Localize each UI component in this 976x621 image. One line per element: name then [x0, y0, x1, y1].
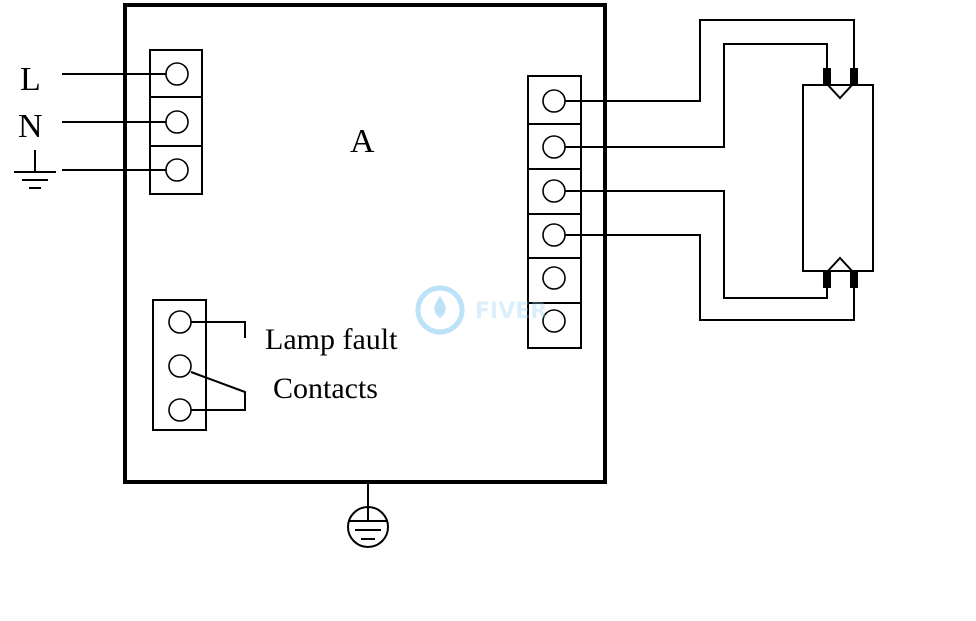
box-label: A [350, 123, 375, 160]
line-label: L [20, 61, 41, 98]
protective-earth-icon [347, 506, 389, 548]
output-terminal-block [527, 75, 582, 349]
terminal-n [165, 110, 189, 134]
lamp-fault-label: Lamp fault [265, 323, 398, 356]
terminal-l [165, 62, 189, 86]
watermark: FIVER [415, 285, 547, 335]
watermark-text: FIVER [475, 299, 547, 324]
contacts-label: Contacts [273, 372, 378, 405]
control-box [123, 3, 607, 484]
lamp-fault-terminal-block [152, 299, 207, 431]
fluorescent-tube-icon [802, 68, 874, 288]
terminal-earth [165, 158, 189, 182]
ground-icon [14, 150, 56, 189]
neutral-label: N [18, 108, 43, 145]
